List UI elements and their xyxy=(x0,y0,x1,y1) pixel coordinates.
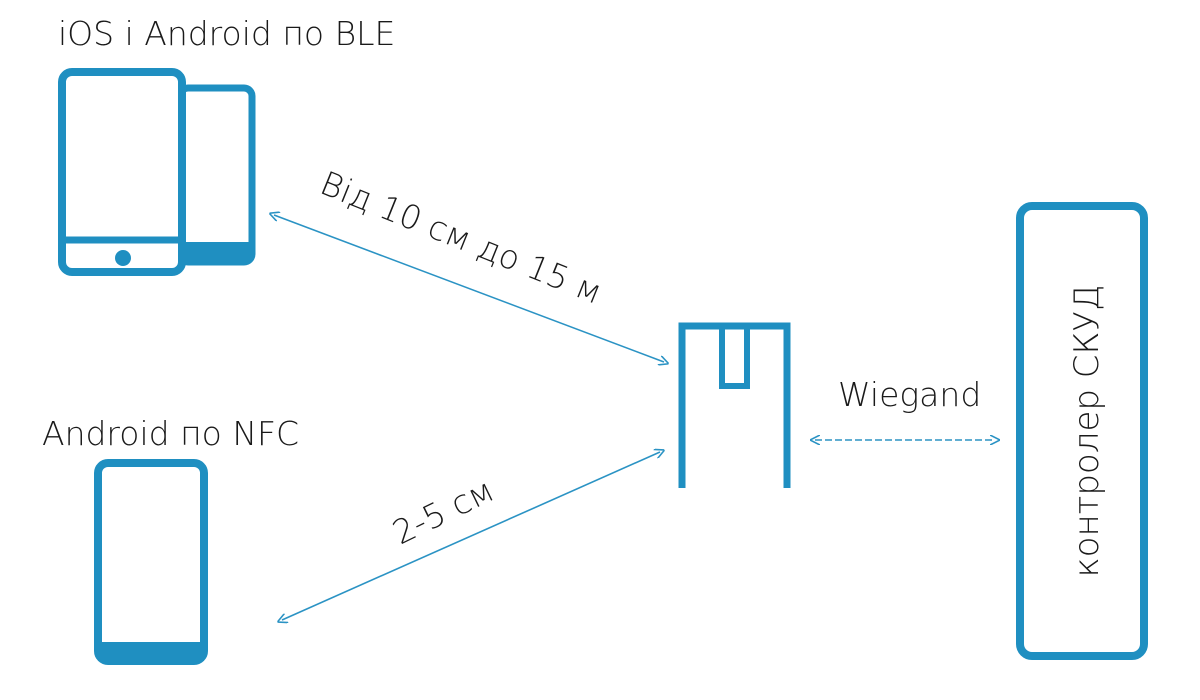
ble-range-arrow xyxy=(274,215,664,362)
wiegand-label: Wiegand xyxy=(838,375,981,414)
smartphone-icon xyxy=(94,459,208,665)
nfc-range-label: 2-5 см xyxy=(386,470,500,552)
nfc-range-arrow xyxy=(282,452,660,620)
access-reader-icon xyxy=(678,322,791,488)
ble-range-label: Від 10 см до 15 м xyxy=(315,163,608,312)
nfc-device-label: Android по NFC xyxy=(42,414,299,453)
two-smartphones-icon xyxy=(58,68,256,276)
ble-devices-label: iOS і Android по BLE xyxy=(58,14,395,53)
controller-box-icon xyxy=(1016,202,1148,660)
controller-label: контролер СКУД xyxy=(1067,284,1107,577)
